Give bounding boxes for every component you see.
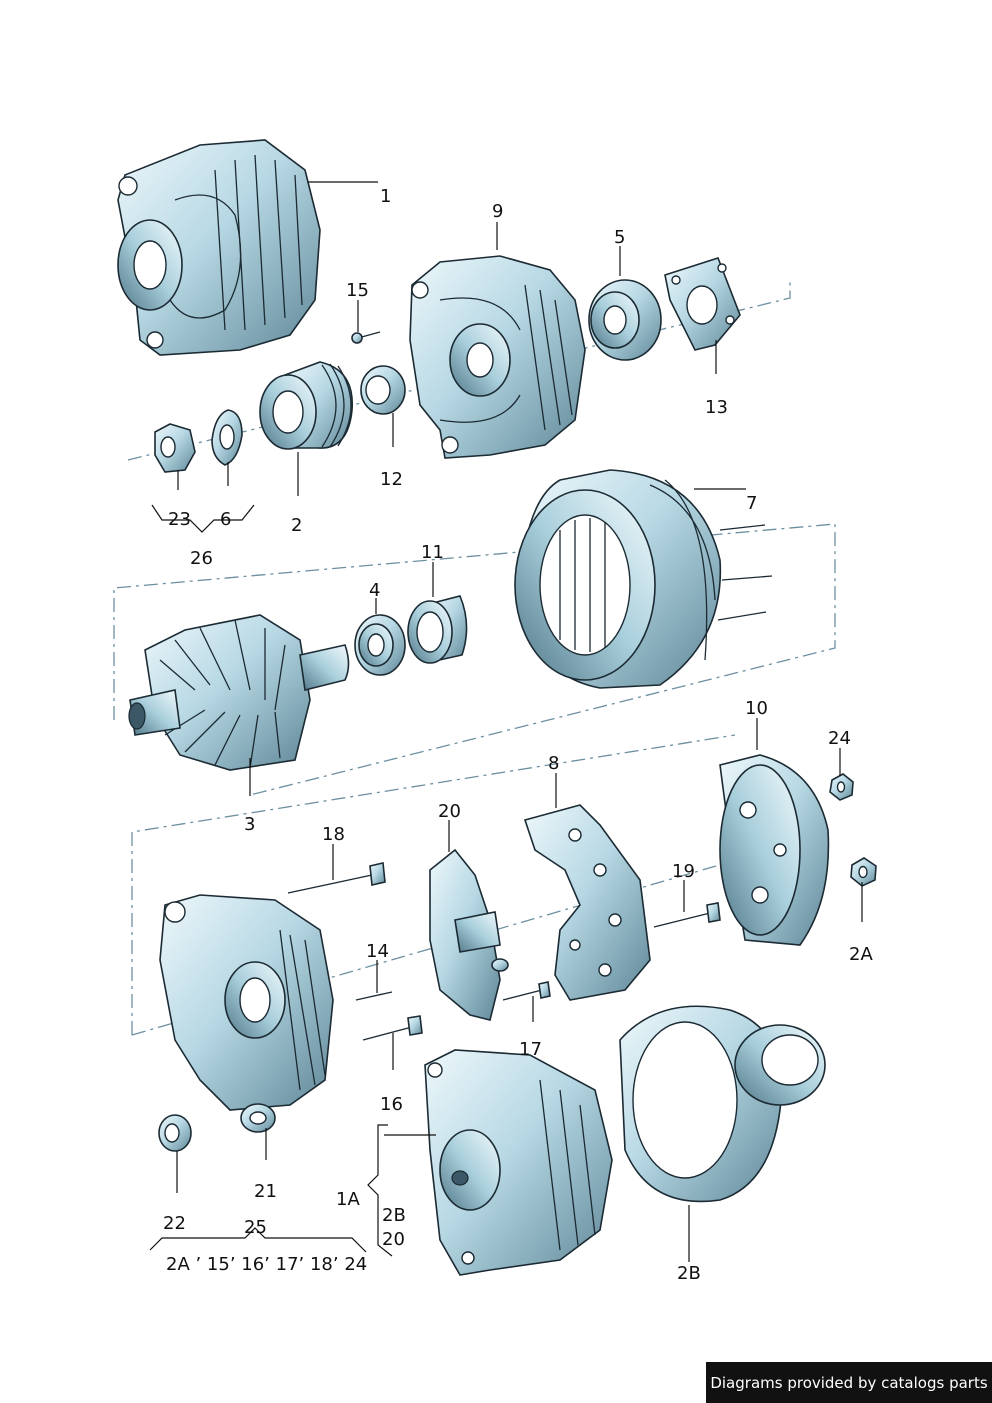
part-19-screw xyxy=(653,902,721,928)
callout-10: 10 xyxy=(745,698,768,719)
part-23-nut xyxy=(154,423,196,473)
catalog-watermark: Diagrams provided by catalogs parts xyxy=(706,1362,992,1403)
part-3-rotor xyxy=(128,614,350,771)
callout-19: 19 xyxy=(672,861,695,882)
callout-2: 2 xyxy=(291,515,302,536)
part-20-regulator xyxy=(429,848,509,1021)
callout-17: 17 xyxy=(519,1039,542,1060)
callout-20-mid: 20 xyxy=(382,1229,405,1250)
callout-1: 1 xyxy=(380,186,391,207)
callout-23: 23 xyxy=(168,509,191,530)
callout-8: 8 xyxy=(548,753,559,774)
part-16-screw xyxy=(362,1015,423,1041)
callout-7: 7 xyxy=(746,493,757,514)
callout-20: 20 xyxy=(438,801,461,822)
callout-25: 25 xyxy=(244,1217,267,1238)
part-end-housing xyxy=(159,894,334,1111)
part-13-plate xyxy=(664,257,741,351)
part-8-rectifier xyxy=(523,804,651,1001)
part-22-sleeve xyxy=(158,1114,192,1152)
callout-1A: 1A xyxy=(336,1189,360,1210)
part-2A-nut xyxy=(850,857,877,887)
part-4-bearing xyxy=(354,614,406,676)
part-24-nut xyxy=(829,773,854,801)
callout-2B-bottom: 2B xyxy=(677,1263,701,1284)
callout-labels: 1 9 5 15 13 12 23 6 2 26 7 11 4 3 10 24 … xyxy=(163,186,873,1284)
callout-21: 21 xyxy=(254,1181,277,1202)
leader-lines xyxy=(149,181,863,1262)
part-2B-ring xyxy=(619,1005,826,1203)
part-15-screw xyxy=(351,331,381,344)
part-6-washer xyxy=(211,409,243,466)
callout-26: 26 xyxy=(190,548,213,569)
callout-14: 14 xyxy=(366,941,389,962)
part-2-pulley xyxy=(259,361,353,450)
callout-24: 24 xyxy=(828,728,851,749)
part-5-bearing xyxy=(588,279,662,361)
callout-25-list: 2A ’ 15’ 16’ 17’ 18’ 24 xyxy=(166,1254,367,1275)
callout-5: 5 xyxy=(614,227,625,248)
part-21-bushing xyxy=(240,1103,276,1133)
callout-15: 15 xyxy=(346,280,369,301)
callout-12: 12 xyxy=(380,469,403,490)
callout-2B-mid: 2B xyxy=(382,1205,406,1226)
part-18-screw xyxy=(287,862,386,894)
part-9-housing xyxy=(409,255,586,459)
part-14-screw xyxy=(355,991,393,1001)
callout-4: 4 xyxy=(369,580,380,601)
part-17-screw xyxy=(502,981,551,1001)
part-7-stator xyxy=(514,469,773,689)
callout-13: 13 xyxy=(705,397,728,418)
part-10-cover xyxy=(719,754,830,946)
part-1-alternator xyxy=(117,139,321,356)
part-11-ring xyxy=(407,595,468,664)
callout-22: 22 xyxy=(163,1213,186,1234)
callout-11: 11 xyxy=(421,542,444,563)
callout-18: 18 xyxy=(322,824,345,845)
callout-16: 16 xyxy=(380,1094,403,1115)
callout-9: 9 xyxy=(492,201,503,222)
part-12-spacer xyxy=(360,365,406,415)
callout-3: 3 xyxy=(244,814,255,835)
callout-2A-right: 2A xyxy=(849,944,873,965)
callout-6: 6 xyxy=(220,509,231,530)
part-1A-alternator xyxy=(424,1049,613,1276)
